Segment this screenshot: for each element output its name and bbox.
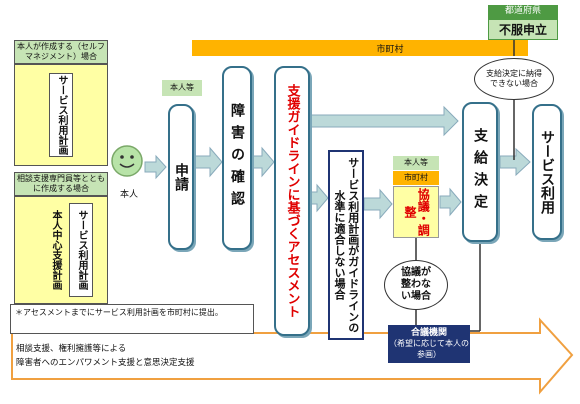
arrow-person-to-application — [144, 154, 167, 180]
assessment-box: 支援ガイドラインに基づくアセスメント — [274, 66, 310, 336]
dissatisfied-bubble: 支給決定に納得できない場合 — [474, 58, 554, 100]
municipality-bar-shape — [192, 40, 528, 56]
person-label: 本人 — [119, 189, 138, 200]
council-label: 合議機関 — [410, 327, 447, 338]
council-note: （希望に応じて本人の参画） — [389, 339, 469, 359]
smiley-face-icon — [111, 145, 143, 177]
note-box: ＊アセスメントまでにサービス利用計画を市町村に提出。 — [10, 304, 254, 334]
inner-service-plan-box: サービス利用計画 — [69, 203, 93, 297]
support-plan-header: 相談支援専門員等とともに作成する場合 — [14, 172, 108, 196]
council-box: 合議機関 （希望に応じて本人の参画） — [388, 325, 470, 363]
payment-decision-box: 支給決定 — [462, 102, 498, 242]
guideline-mismatch-box: サービス利用計画がガイドラインの水準に適合しない場合 — [328, 150, 364, 340]
appeal-box: 不服申立 — [488, 19, 558, 40]
arrow-check-to-assessment — [250, 146, 275, 178]
not-settled-bubble: 協議が整わない場合 — [384, 260, 448, 310]
person-etc-tag: 本人等 — [162, 80, 202, 96]
self-service-plan-box: サービス利用計画 — [49, 73, 73, 157]
arrow-decision-to-service — [499, 147, 531, 177]
arrow-consultation-to-decision — [439, 187, 462, 217]
arrow-assessment-to-decision — [309, 105, 459, 137]
person-etc-tag-2: 本人等 — [393, 156, 439, 170]
municipality-bar-label: 市町村 — [376, 44, 404, 55]
consultation-box: 協議・調整 — [393, 186, 439, 238]
municipality-tag: 市町村 — [393, 171, 439, 185]
support-plan-panel: 本人中心支援計画 サービス利用計画 — [14, 196, 108, 304]
arrow-application-to-check — [194, 146, 223, 178]
self-plan-header: 本人が作成する（セルフマネジメント）場合 — [14, 40, 108, 64]
support-text-line-1: 相談支援、権利擁護等による — [16, 344, 127, 354]
prefecture-label: 都道府県 — [488, 5, 558, 19]
disability-check-box: 障害の確認 — [222, 66, 252, 250]
support-text-line-2: 障害者へのエンパワメント支援と意思決定支援 — [16, 358, 195, 368]
application-box: 申請 — [168, 104, 194, 250]
person-centered-plan-label: 本人中心支援計画 — [50, 210, 61, 290]
service-use-box: サービス利用 — [532, 104, 562, 240]
self-plan-panel: サービス利用計画 — [14, 64, 108, 166]
arrow-mismatch-to-consultation — [363, 188, 393, 220]
arrow-assessment-to-mismatch — [309, 183, 329, 213]
